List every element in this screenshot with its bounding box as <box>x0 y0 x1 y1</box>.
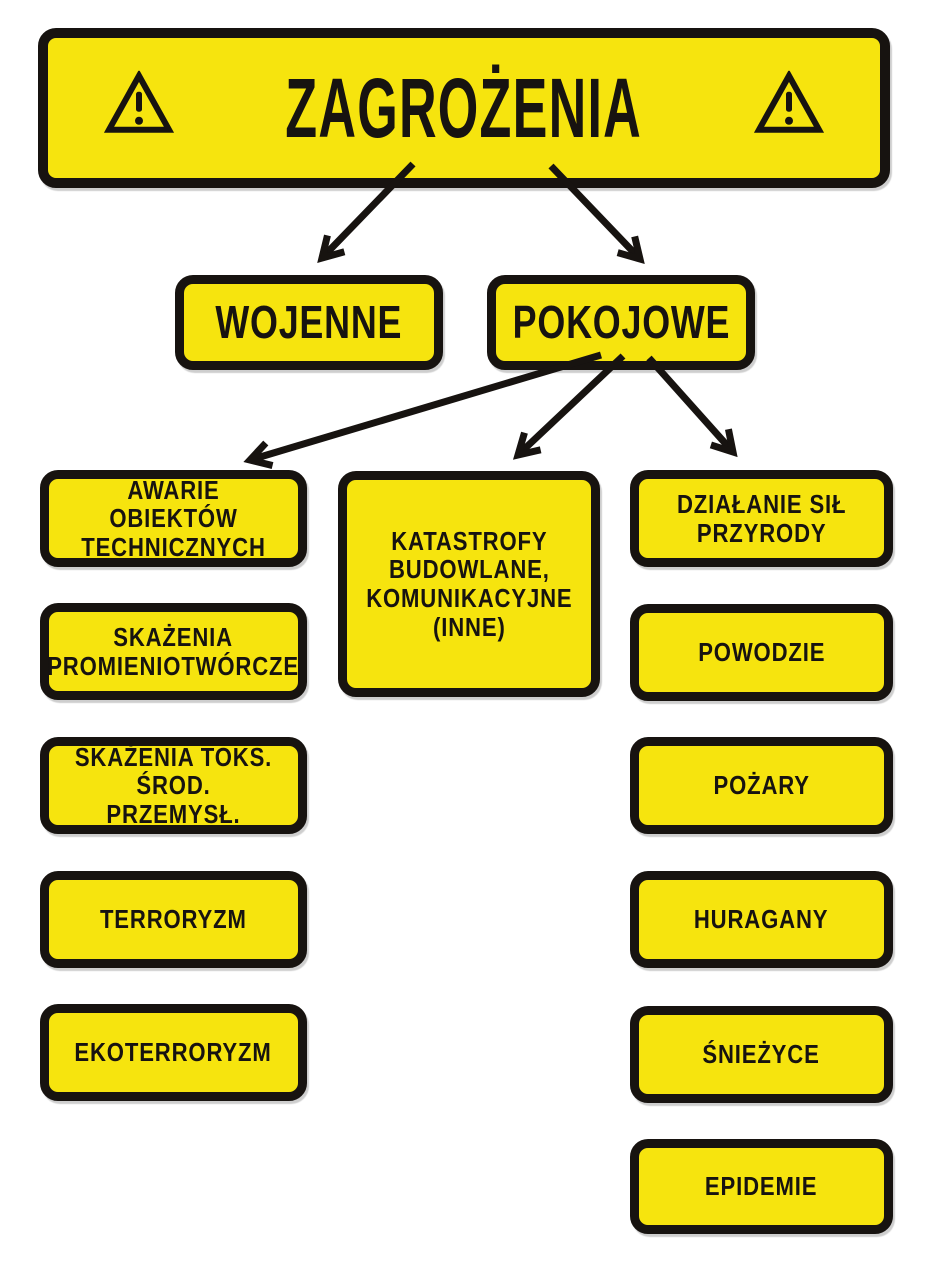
node-label: EKOTERRORYZM <box>74 1037 273 1068</box>
root-title: ZAGROŻENIA <box>285 60 643 155</box>
node-label: EPIDEMIE <box>705 1171 818 1202</box>
node-zagrozenia: ZAGROŻENIA <box>38 28 890 188</box>
node-wojenne: WOJENNE <box>175 275 443 370</box>
node-label: TERRORYZM <box>100 904 247 935</box>
node-label: AWARIE OBIEKTÓW TECHNICZNYCH <box>81 474 266 562</box>
node-label: ŚNIEŻYCE <box>702 1039 821 1070</box>
node-label: POWODZIE <box>697 637 826 668</box>
warning-triangle-icon <box>753 69 825 140</box>
node-pozary: POŻARY <box>630 737 893 834</box>
warning-triangle-icon <box>103 69 175 140</box>
node-dzialanie-sil-przyrody: DZIAŁANIE SIŁ PRZYRODY <box>630 470 893 567</box>
node-sniezyce: ŚNIEŻYCE <box>630 1006 893 1103</box>
node-label: POŻARY <box>713 770 810 801</box>
node-label: DZIAŁANIE SIŁ PRZYRODY <box>676 488 847 548</box>
node-ekoterroryzm: EKOTERRORYZM <box>40 1004 307 1101</box>
arrow-pokojowe-to-awarie <box>243 351 603 469</box>
node-epidemie: EPIDEMIE <box>630 1139 893 1234</box>
node-huragany: HURAGANY <box>630 871 893 968</box>
node-awarie-obiektow-technicznych: AWARIE OBIEKTÓW TECHNICZNYCH <box>40 470 307 567</box>
node-pokojowe: POKOJOWE <box>487 275 755 370</box>
node-skazenia-promieniotworcze: SKAŻENIA PROMIENIOTWÓRCZE <box>40 603 307 700</box>
node-terroryzm: TERRORYZM <box>40 871 307 968</box>
node-label: HURAGANY <box>694 904 829 935</box>
arrow-pokojowe-to-dzialanie-sil <box>646 355 738 458</box>
node-label: KATASTROFY BUDOWLANE, KOMUNIKACYJNE (INN… <box>365 525 573 642</box>
arrow-pokojowe-to-katastrofy <box>512 353 626 460</box>
node-label: SKAŻENIA TOKS. ŚROD. PRZEMYSŁ. <box>74 741 273 829</box>
node-katastrofy-budowlane-komunikacyjne-inne: KATASTROFY BUDOWLANE, KOMUNIKACYJNE (INN… <box>338 471 600 697</box>
node-skazenia-toksyczne-srodki-przemyslowe: SKAŻENIA TOKS. ŚROD. PRZEMYSŁ. <box>40 737 307 834</box>
node-powodzie: POWODZIE <box>630 604 893 701</box>
node-label: POKOJOWE <box>512 296 730 349</box>
node-label: SKAŻENIA PROMIENIOTWÓRCZE <box>47 621 300 681</box>
node-label: WOJENNE <box>215 296 403 349</box>
